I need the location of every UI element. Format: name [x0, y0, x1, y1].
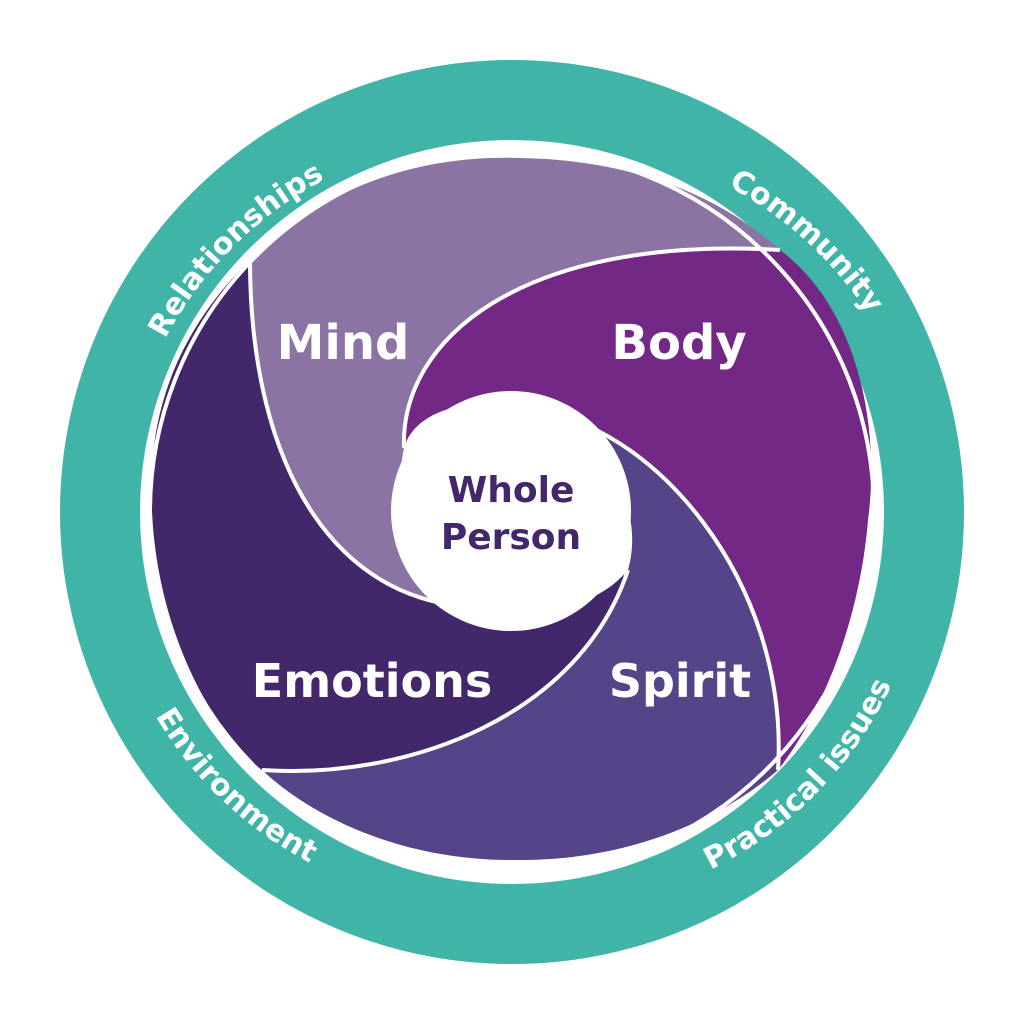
- center-label-line1: Whole: [448, 470, 575, 511]
- wheel-border: [148, 148, 876, 876]
- center-circle: [391, 391, 631, 631]
- segment-spirit: [262, 410, 779, 861]
- center-label-line2: Person: [441, 517, 581, 558]
- segment-emotions: [151, 260, 629, 771]
- divider-mind-body: [401, 246, 781, 449]
- divider-emotions-spirit: [261, 569, 630, 773]
- divider-mind-emotions: [248, 259, 489, 610]
- segment-label-spirit: Spirit: [609, 654, 751, 708]
- segment-label-mind: Mind: [277, 315, 410, 371]
- segment-mind: [250, 157, 780, 608]
- segment-label-body: Body: [611, 315, 746, 371]
- segment-label-emotions: Emotions: [252, 654, 492, 708]
- segment-body: [403, 248, 872, 771]
